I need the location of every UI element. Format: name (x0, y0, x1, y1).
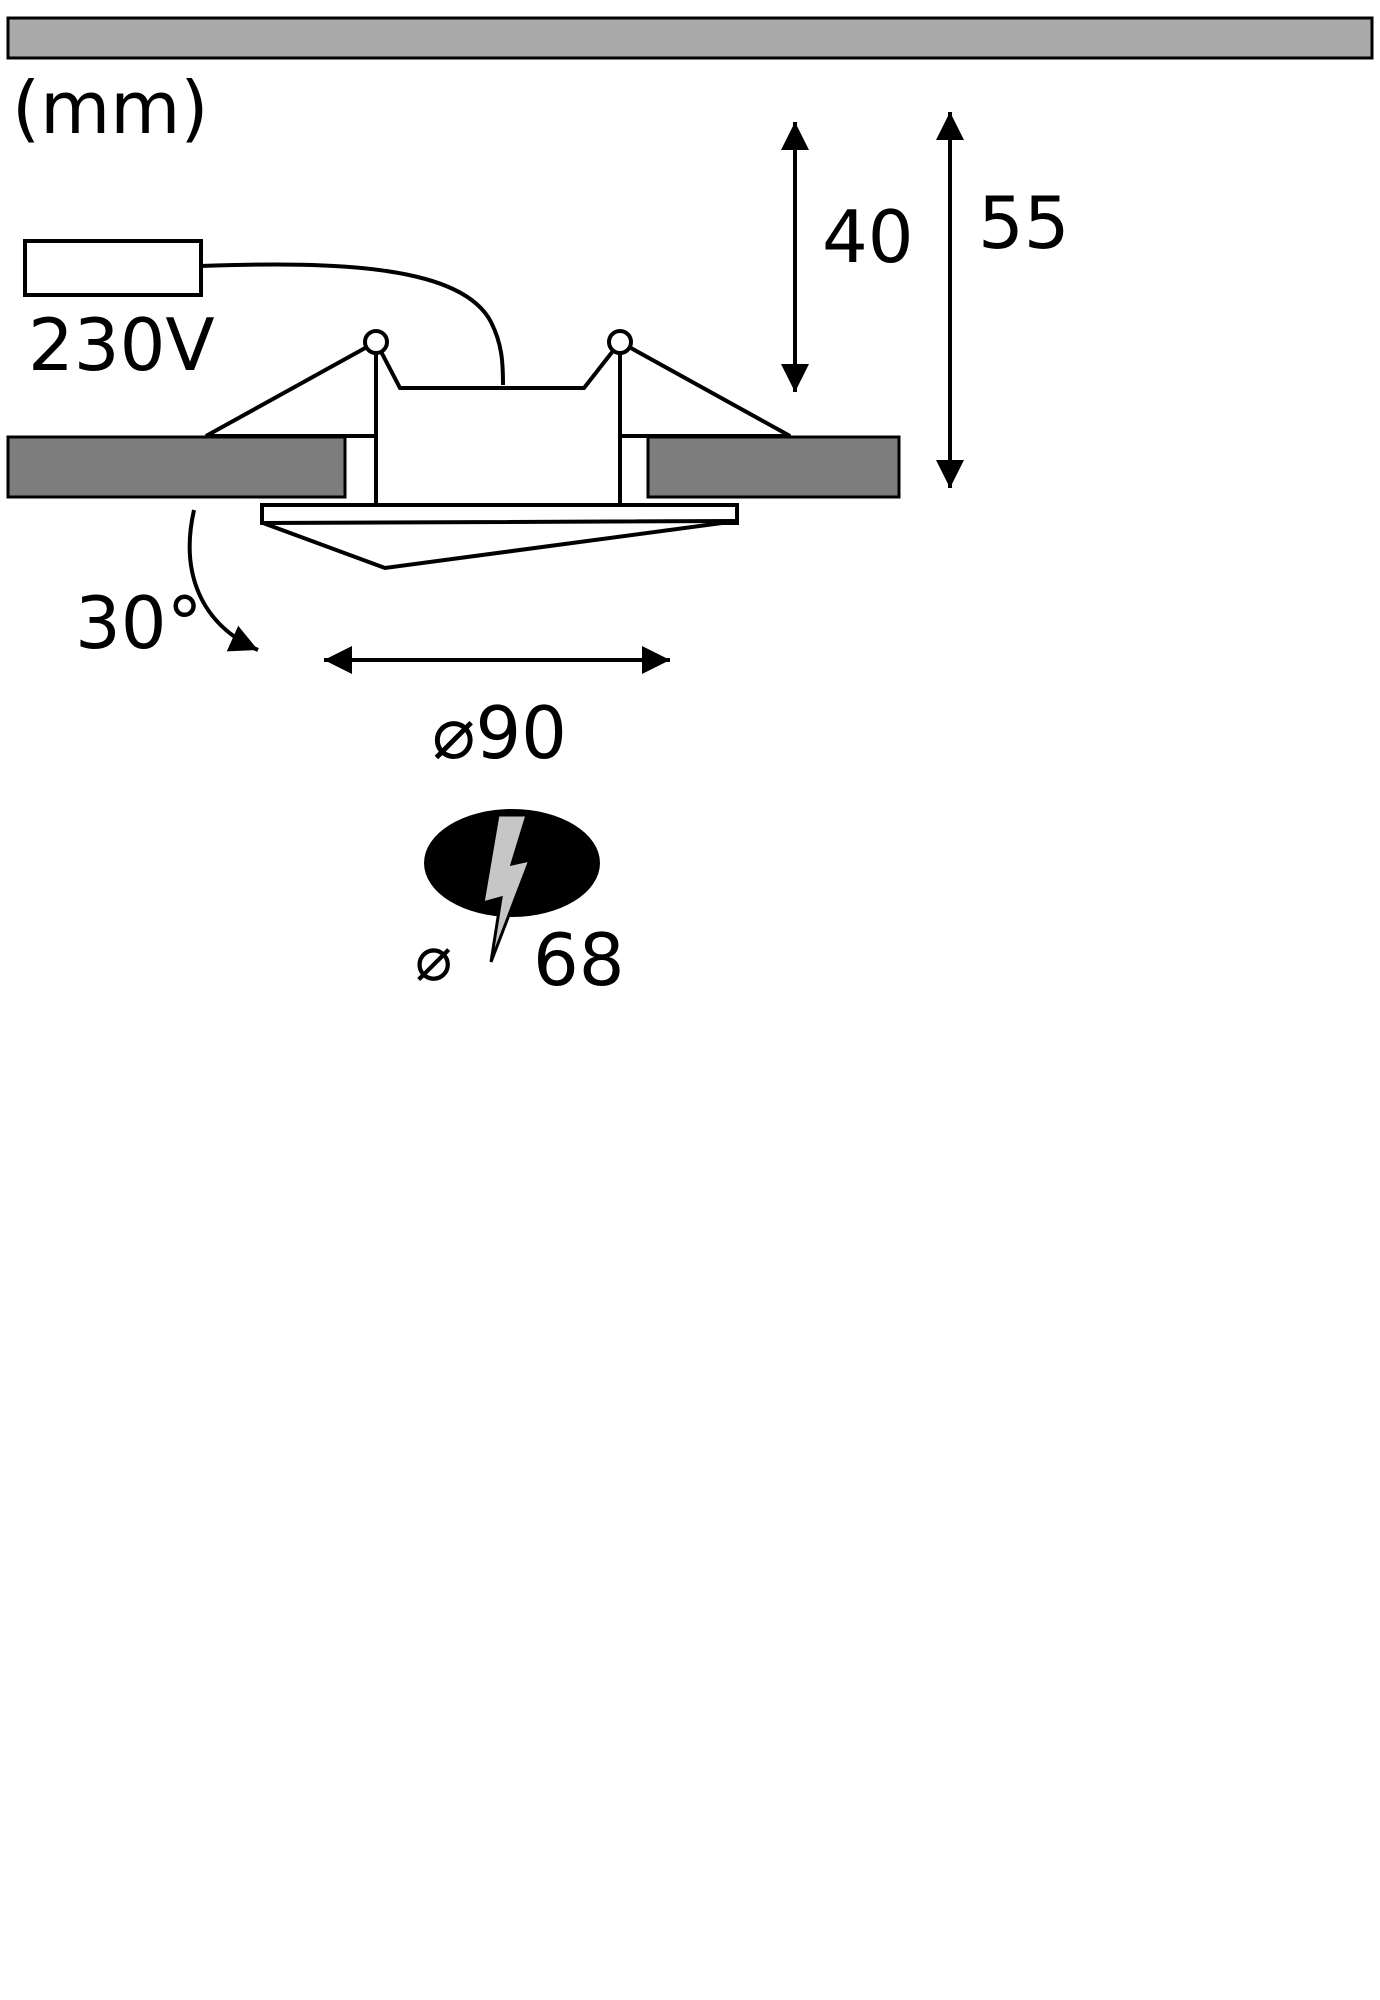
pivot-left (363, 329, 389, 355)
unit-label: (mm) (12, 66, 208, 150)
tilted-lamp (262, 519, 738, 571)
housing-top-recess (374, 340, 622, 390)
driver-box (23, 239, 203, 297)
tilt-angle-label: 30° (75, 581, 203, 665)
power-cable (200, 262, 505, 386)
spring-clip-left (205, 338, 378, 438)
cutout-diameter-symbol: ⌀ (415, 922, 452, 995)
pivot-right (607, 329, 633, 355)
tilt-angle-arrow (187, 509, 259, 652)
ceiling-panel-left (6, 435, 347, 499)
dim-label-trim-diameter: ⌀90 (432, 691, 567, 775)
dim-label-recess-depth: 40 (822, 195, 914, 279)
ceiling-panel-right (646, 435, 901, 499)
ceiling-bar (6, 16, 1374, 60)
spring-clip-right (618, 338, 791, 438)
voltage-label: 230V (28, 303, 215, 387)
lightning-bolt-icon (481, 813, 533, 963)
dim-label-total-height: 55 (978, 181, 1070, 265)
cutout-diameter-value: 68 (533, 918, 625, 1002)
